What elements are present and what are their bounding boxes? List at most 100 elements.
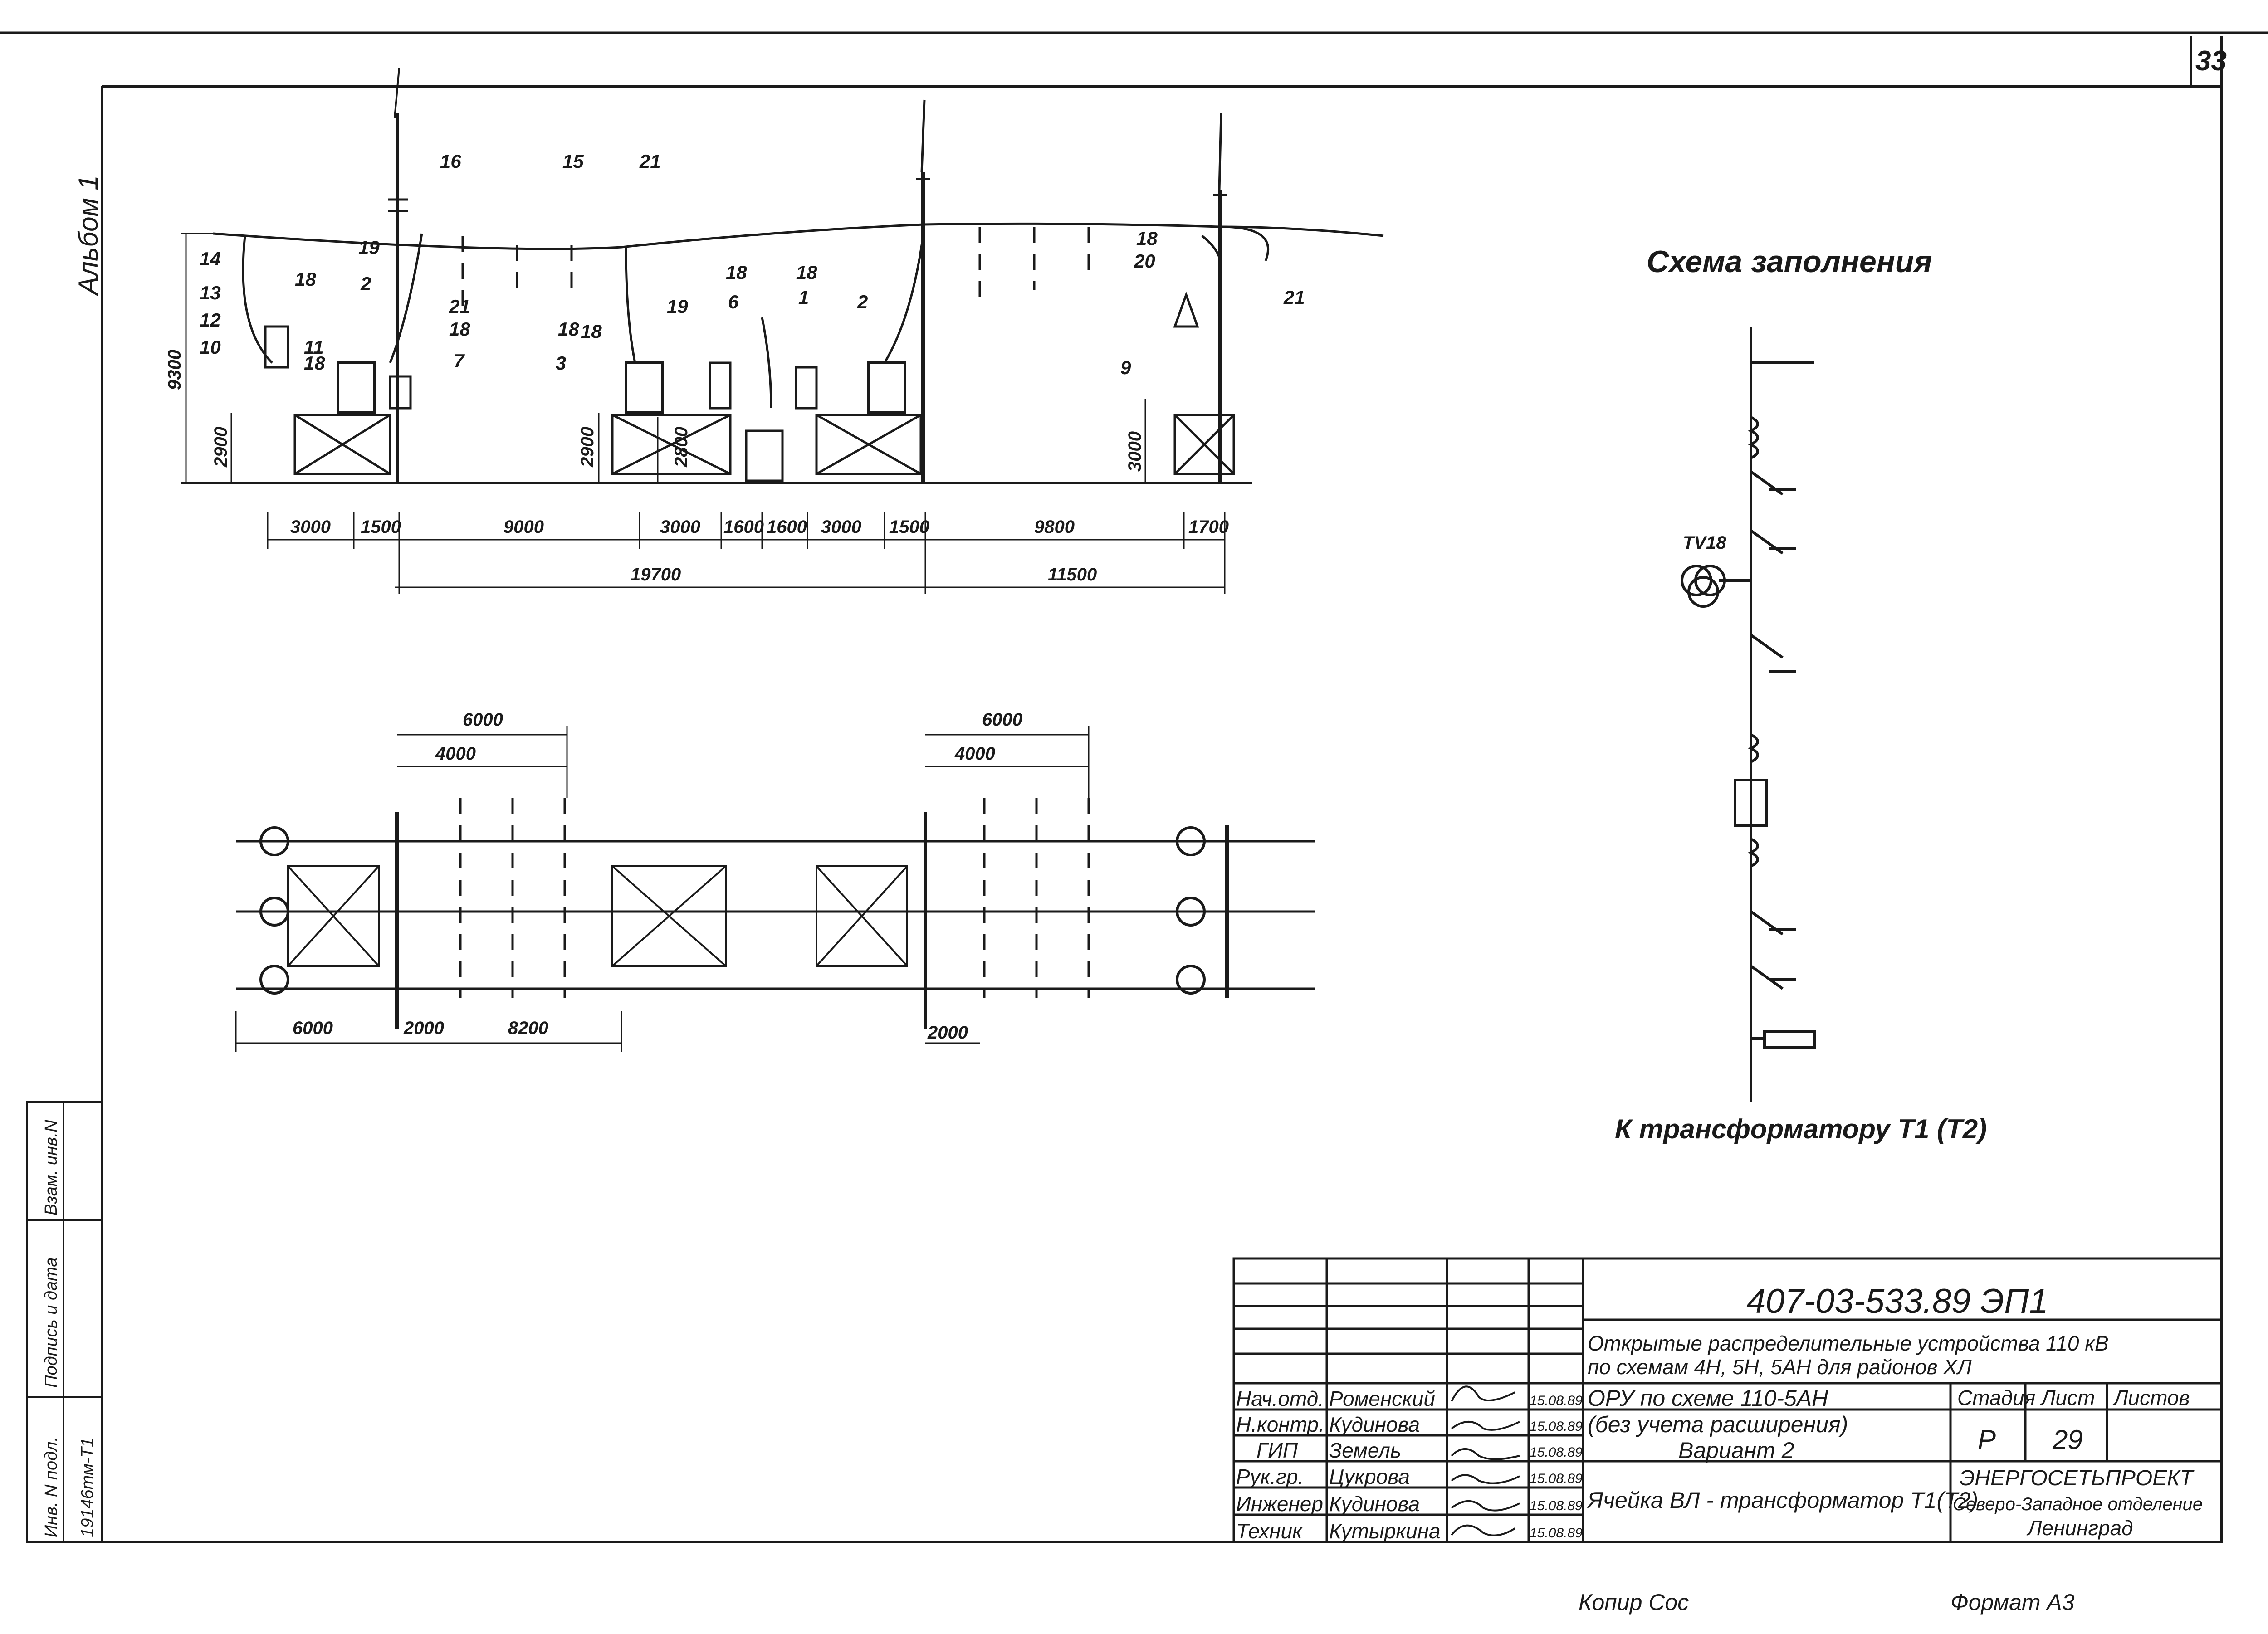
- pos-label: 18: [796, 262, 817, 283]
- pos-label: 19: [667, 296, 688, 317]
- pos-label: 18: [449, 318, 470, 340]
- signatory-rows: Нач.отд. Роменский 15.08.89 Н.контр. Куд…: [1236, 1387, 1583, 1543]
- footer-format: Формат А3: [1950, 1590, 2075, 1615]
- role-cell: Нач.отд.: [1236, 1387, 1324, 1410]
- project-title-1: Открытые распределительные устройства 11…: [1588, 1332, 2109, 1355]
- name-cell: Цукрова: [1329, 1465, 1410, 1488]
- stamp-replace-inv: Взам. инв.N: [42, 1120, 61, 1215]
- section-dim-row1: 3000 1500 9000 3000 1600 1600 3000 1500 …: [290, 517, 1229, 537]
- dim-text: 9000: [503, 517, 544, 537]
- dim-text: 4000: [954, 744, 995, 764]
- name-cell: Роменский: [1329, 1387, 1435, 1410]
- name-cell: Кудинова: [1329, 1413, 1420, 1436]
- single-line-scheme: [1681, 327, 1816, 1102]
- pos-label: 18: [558, 318, 579, 340]
- pos-label: 19: [358, 237, 380, 258]
- pos-label: 21: [639, 151, 661, 172]
- role-cell: Техник: [1236, 1519, 1303, 1543]
- pos-label: 18: [726, 262, 747, 283]
- project-title-2: по схемам 4Н, 5Н, 5АН для районов ХЛ: [1588, 1355, 1972, 1379]
- dim-text: 1600: [767, 517, 807, 537]
- dim-text: 3000: [821, 517, 861, 537]
- plan-dimensions: 6000 4000 6000 4000 6000 2000 8200 2000: [293, 710, 1022, 1043]
- plan-view: [235, 726, 1315, 1052]
- section-dim-row2: 19700 11500: [631, 565, 1097, 585]
- transformer-label: TV18: [1683, 533, 1726, 553]
- pos-label: 14: [200, 248, 221, 269]
- sheet-title-3: Вариант 2: [1678, 1438, 1794, 1463]
- role-cell: Рук.гр.: [1236, 1465, 1304, 1488]
- pos-label: 21: [1283, 287, 1305, 308]
- album-label: Альбом 1: [73, 175, 103, 296]
- pos-label: 10: [200, 337, 221, 358]
- date-cell: 15.08.89: [1530, 1498, 1583, 1513]
- pos-label: 15: [562, 151, 584, 172]
- dim-text: 1500: [889, 517, 929, 537]
- pos-label: 2: [857, 291, 868, 312]
- pos-label: 18: [1136, 228, 1158, 249]
- left-stamp: [26, 1101, 103, 1543]
- pos-label: 16: [440, 151, 461, 172]
- org-city: Ленинград: [2026, 1516, 2133, 1540]
- footer-copied: Копир Сос: [1579, 1590, 1689, 1615]
- dim-text: 4000: [435, 744, 476, 764]
- dim-height-a: 2900: [211, 427, 231, 468]
- stamp-sign-date: Подпись и дата: [42, 1258, 61, 1388]
- dim-text: 8200: [508, 1018, 548, 1038]
- dim-text: 1600: [723, 517, 764, 537]
- dim-height-c: 2800: [671, 427, 691, 468]
- dim-text: 2000: [927, 1023, 968, 1043]
- dim-text: 1700: [1188, 517, 1229, 537]
- pos-label: 2: [360, 273, 371, 294]
- dim-text: 19700: [631, 565, 681, 585]
- doc-code: 407-03-533.89 ЭП1: [1746, 1282, 2048, 1321]
- sheet-header: Лист: [2040, 1386, 2095, 1410]
- date-cell: 15.08.89: [1530, 1526, 1583, 1541]
- name-cell: Кутыркина: [1329, 1519, 1441, 1543]
- stage-header: Стадия: [1957, 1386, 2035, 1410]
- dim-height-b: 2900: [577, 427, 597, 468]
- drawing-title: Ячейка ВЛ - трансформатор Т1(Т2): [1586, 1488, 1978, 1513]
- date-cell: 15.08.89: [1530, 1471, 1583, 1486]
- sheet-value: 29: [2052, 1424, 2083, 1455]
- page-number: 33: [2195, 45, 2227, 77]
- pos-label: 6: [728, 291, 739, 312]
- name-cell: Земель: [1329, 1439, 1401, 1462]
- pos-label: 12: [200, 309, 221, 331]
- dim-text: 3000: [660, 517, 700, 537]
- org-division: Северо-Западное отделение: [1953, 1494, 2203, 1514]
- dim-text: 6000: [463, 710, 503, 730]
- dim-text: 6000: [293, 1018, 333, 1038]
- sheets-header: Листов: [2112, 1386, 2190, 1410]
- pos-label: 11: [304, 337, 324, 358]
- pos-label: 21: [449, 296, 470, 317]
- role-cell: Н.контр.: [1236, 1413, 1325, 1436]
- dim-text: 3000: [290, 517, 331, 537]
- pos-label: 9: [1120, 357, 1131, 378]
- dim-height-d: 3000: [1125, 431, 1145, 472]
- dim-text: 1500: [361, 517, 401, 537]
- sheet-frame: [0, 31, 2268, 1543]
- signatures: [1451, 1385, 1520, 1536]
- section-view: [181, 68, 1384, 594]
- section-position-labels: 16 15 21 14 13 12 10 18 19 2 11 18 21 18…: [200, 151, 1305, 378]
- dim-text: 2000: [403, 1018, 444, 1038]
- sheet-title-1: ОРУ по схеме 110-5АН: [1588, 1385, 1828, 1411]
- dim-height-total: 9300: [165, 350, 185, 390]
- pos-label: 18: [295, 268, 316, 290]
- pos-label: 1: [798, 287, 809, 308]
- title-block-grid: [1232, 1257, 2223, 1543]
- scheme-caption: К трансформатору Т1 (Т2): [1615, 1114, 1987, 1144]
- stage-value: Р: [1978, 1424, 1996, 1455]
- pos-label: 7: [454, 350, 465, 371]
- date-cell: 15.08.89: [1530, 1445, 1583, 1460]
- stamp-code: 19146тм-Т1: [78, 1438, 97, 1537]
- date-cell: 15.08.89: [1530, 1419, 1583, 1434]
- dim-text: 11500: [1048, 565, 1097, 585]
- pos-label: 18: [304, 352, 325, 374]
- stamp-inv-no: Инв. N подл.: [42, 1437, 61, 1537]
- dim-text: 6000: [982, 710, 1022, 730]
- pos-label: 18: [581, 321, 602, 342]
- sheet-title-2: (без учета расширения): [1588, 1412, 1848, 1437]
- name-cell: Кудинова: [1329, 1492, 1420, 1516]
